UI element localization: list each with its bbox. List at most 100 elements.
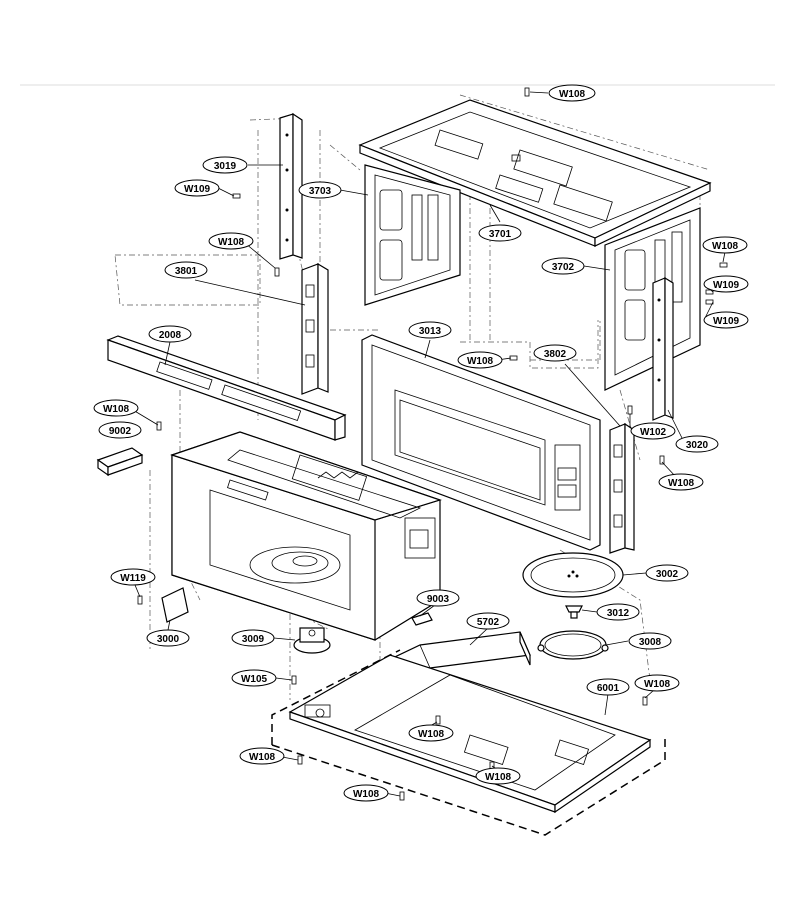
callout-label: 3020 (686, 440, 709, 451)
part-9002 (96, 447, 144, 477)
callout-label: W105 (241, 674, 268, 685)
callout-w108-right2: W108 (658, 473, 704, 491)
callout-w109-right2: W109 (703, 311, 749, 329)
callout-label: W108 (559, 89, 586, 100)
screw-icon (297, 755, 303, 765)
callout-3008: 3008 (628, 632, 672, 650)
callout-label: W102 (640, 427, 667, 438)
callout-label: 3702 (552, 262, 575, 273)
callout-5702: 5702 (466, 612, 510, 630)
callout-6001: 6001 (586, 678, 630, 696)
callout-label: W108 (353, 789, 380, 800)
callout-label: W108 (103, 404, 130, 415)
control-bar-2008 (106, 335, 347, 441)
bracket-3019 (279, 112, 303, 260)
motor-3009 (293, 627, 331, 654)
callout-3013: 3013 (408, 321, 452, 339)
callout-w105: W105 (231, 669, 277, 687)
callout-3009: 3009 (231, 629, 275, 647)
callout-w108-base: W108 (408, 724, 454, 742)
callout-3020: 3020 (675, 435, 719, 453)
hinge-plate-3801 (301, 262, 329, 395)
callout-w108-left: W108 (208, 232, 254, 250)
top-panel-3701 (358, 99, 712, 247)
turntable-3002 (522, 552, 624, 598)
callout-label: 9002 (109, 426, 132, 437)
screw-icon (435, 715, 441, 725)
callout-w108-right: W108 (702, 236, 748, 254)
callout-label: W109 (184, 184, 211, 195)
callout-label: 3013 (419, 326, 442, 337)
callout-w108-left2: W108 (93, 399, 139, 417)
screw-icon (719, 262, 728, 268)
bracket-3020 (652, 276, 674, 421)
callout-label: W108 (249, 752, 276, 763)
callout-w108-top: W108 (548, 84, 596, 102)
callout-label: 3002 (656, 569, 679, 580)
screw-icon (524, 87, 530, 97)
base-plate-6001 (288, 654, 652, 814)
callout-w109-left: W109 (174, 179, 220, 197)
callout-3801: 3801 (164, 261, 208, 279)
callouts: W108 3019 W109 3703 3701 W108 3801 3702 (93, 84, 749, 802)
callout-w108-mid: W108 (457, 351, 503, 369)
callout-label: 3801 (175, 266, 198, 277)
base-enclosure-bottom (271, 738, 666, 836)
callout-3019: 3019 (202, 156, 248, 174)
callout-label: 9003 (427, 594, 450, 605)
callout-label: 3703 (309, 186, 332, 197)
callout-w108-base2: W108 (475, 767, 521, 785)
callout-2008: 2008 (148, 325, 192, 343)
callout-label: 3000 (157, 634, 180, 645)
screw-icon (642, 696, 648, 706)
callout-9003: 9003 (416, 589, 460, 607)
callout-3012: 3012 (596, 603, 640, 621)
callout-3802: 3802 (533, 344, 577, 362)
callout-w108-bottom: W108 (343, 784, 389, 802)
screw-icon (399, 791, 405, 801)
callout-w102: W102 (630, 422, 676, 440)
callout-3703: 3703 (298, 181, 342, 199)
callout-label: W108 (712, 241, 739, 252)
door-frame-3013 (361, 334, 601, 551)
callout-label: W109 (713, 316, 740, 327)
callout-label: 3009 (242, 634, 265, 645)
screw-icon (232, 193, 241, 199)
part-3000 (161, 587, 189, 623)
callout-label: W108 (644, 679, 671, 690)
left-side-panel-3703 (364, 164, 461, 306)
callout-label: W108 (467, 356, 494, 367)
callout-3701: 3701 (478, 224, 522, 242)
callout-w108-bl: W108 (239, 747, 285, 765)
callout-label: W108 (218, 237, 245, 248)
callout-3000: 3000 (146, 629, 190, 647)
callout-label: 3019 (214, 161, 237, 172)
base-enclosure-left (271, 649, 401, 745)
callout-label: W108 (668, 478, 695, 489)
callout-label: W108 (418, 729, 445, 740)
callout-label: 3012 (607, 608, 630, 619)
screw-icon (274, 267, 280, 277)
screw-icon (291, 675, 297, 685)
callout-w108-br: W108 (634, 674, 680, 692)
assembly-3801-outline (114, 254, 261, 306)
callout-label: 5702 (477, 617, 500, 628)
screw-icon (659, 455, 665, 465)
callout-w119: W119 (110, 568, 156, 586)
callout-label: 6001 (597, 683, 620, 694)
callout-label: 3701 (489, 229, 512, 240)
callout-label: 3008 (639, 637, 662, 648)
callout-label: 3802 (544, 349, 567, 360)
callout-label: W109 (713, 280, 740, 291)
callout-label: W108 (485, 772, 512, 783)
callout-3002: 3002 (645, 564, 689, 582)
screw-icon (627, 405, 633, 415)
screw-icon (156, 421, 162, 431)
assembly-3802-outline (460, 320, 599, 369)
callout-w109-right1: W109 (703, 275, 749, 293)
part-9003 (411, 612, 433, 626)
hinge-plate-3802 (609, 422, 635, 554)
screw-icon (509, 355, 518, 361)
